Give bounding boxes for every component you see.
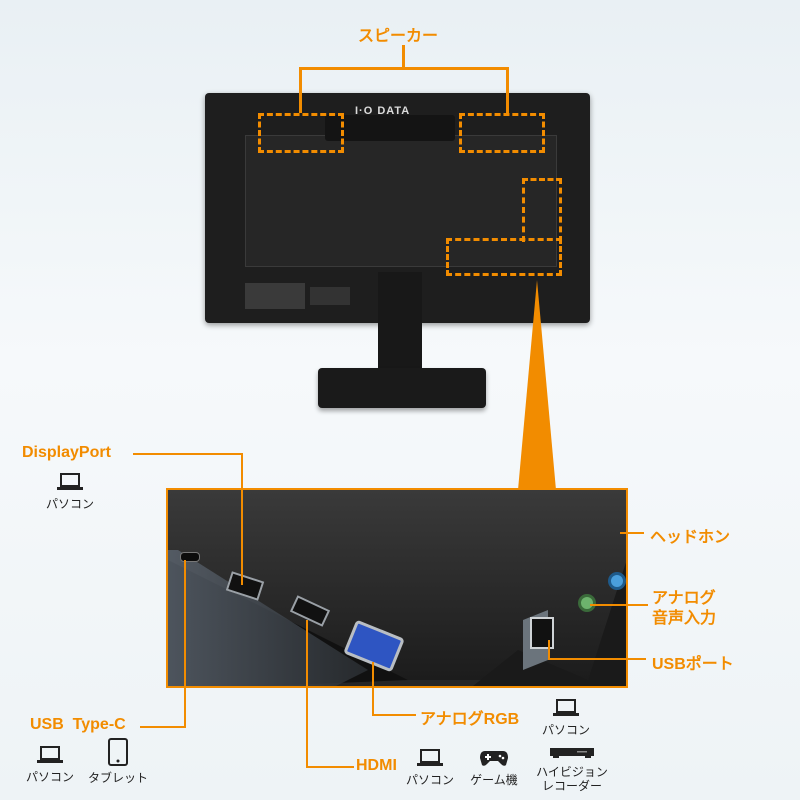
hdmi-recorder-device: ハイビジョン レコーダー [530,746,614,793]
hdmi-pc-device: パソコン [400,748,460,787]
typec-tablet-device: タブレット [86,738,150,785]
analog-rgb-label: アナログRGB [420,711,520,728]
usb-port-leader-v [548,640,550,660]
monitor-back-illustration: I·O DATA [205,93,590,323]
rating-label-2 [310,287,350,305]
speaker-bracket-left [299,67,302,113]
usb-typec-label: USB Type-C [30,716,126,733]
headphone-jack [608,572,626,590]
displayport-label: DisplayPort [22,444,111,461]
laptop-icon [37,746,63,763]
vga-leader-v [372,662,374,716]
usb-port-leader-h [548,658,646,660]
displayport-pc-device: パソコン [40,472,100,511]
hdmi-label: HDMI [356,757,397,774]
monitor-handle [325,115,455,141]
audio-in-leader [590,604,648,606]
laptop-icon [417,749,443,766]
monitor-stand-base [318,368,486,408]
pc-label: パソコン [45,497,94,511]
rating-label [245,283,305,309]
usb-port-label: USBポート [652,656,734,673]
headphone-leader [620,532,644,534]
game-label: ゲーム機 [470,773,518,787]
laptop-icon [553,699,579,716]
headphone-label: ヘッドホン [650,529,731,546]
port-closeup-photo [166,488,628,688]
audio-in-jack [578,594,596,612]
displayport-leader-v [241,453,243,585]
brand-logo: I·O DATA [355,105,411,117]
speaker-left-highlight [258,113,344,153]
vga-pc-device: パソコン [536,698,596,737]
speaker-label: スピーカー [358,28,439,45]
vga-leader-h [372,714,416,716]
monitor-back-panel [245,135,557,267]
usb-a-port [530,617,554,649]
typec-pc-device: パソコン [20,745,80,784]
pc-label: パソコン [25,770,74,784]
speaker-bracket-right [506,67,509,113]
pc-label: パソコン [541,723,590,737]
tablet-label: タブレット [87,771,148,785]
port-panel-surface [168,490,626,686]
recorder-label-line2: レコーダー [541,779,602,793]
port-area-highlight-lower [446,238,562,276]
usb-typec-port [180,552,200,562]
typec-leader-h [140,726,186,728]
hdmi-game-device: ゲーム機 [462,748,526,787]
tablet-icon [108,738,128,766]
port-area-highlight [522,178,562,242]
hdmi-leader-h [306,766,354,768]
hdmi-leader-v [306,620,308,768]
speaker-right-highlight [459,113,545,153]
speaker-bracket-stem [402,45,405,69]
recorder-label-line1: ハイビジョン [536,765,608,779]
displayport-leader-h [133,453,243,455]
laptop-icon [57,473,83,490]
monitor-stand-neck [378,272,422,382]
gamepad-icon [480,751,508,766]
analog-audio-in-label-line2: 音声入力 [652,610,717,627]
recorder-icon [550,748,594,758]
analog-audio-in-label-line1: アナログ [652,590,716,607]
typec-leader-v [184,560,186,728]
pc-label: パソコン [405,773,454,787]
